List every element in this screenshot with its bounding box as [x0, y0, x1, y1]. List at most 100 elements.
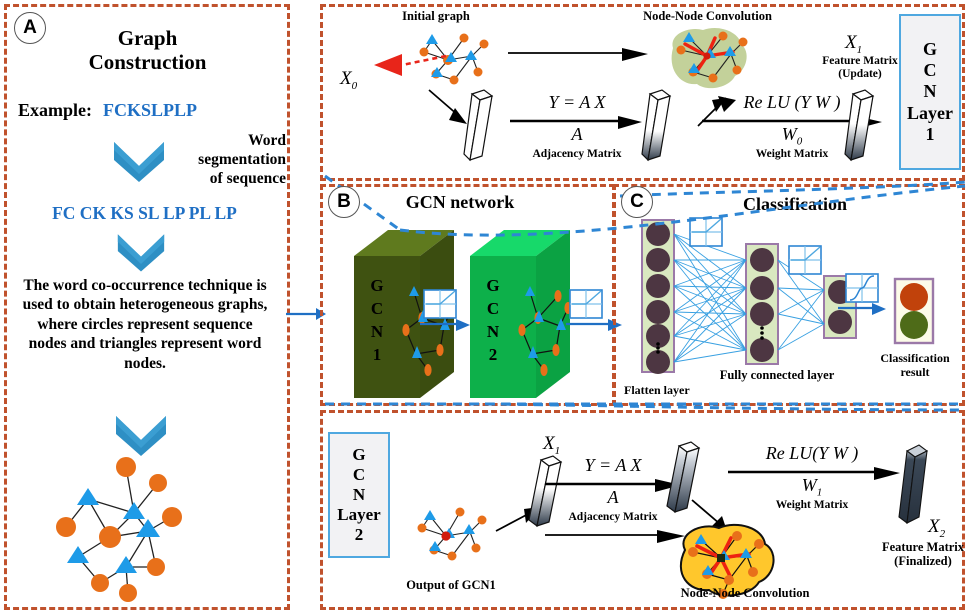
- x1-sub-1: 1: [856, 43, 863, 56]
- gcn-block-1-letters: G C N 1: [362, 275, 392, 367]
- classification-result-line1: Classification: [880, 351, 950, 365]
- relu-icon-fc: [788, 245, 822, 275]
- panel-a-example-value: FCKSLPLP: [103, 100, 198, 120]
- gcn-block-2-g: G: [486, 276, 500, 295]
- equation-y1-arrow: [510, 116, 642, 129]
- feature-matrix-line2-1: (Update): [838, 68, 882, 81]
- w1-symbol: W: [801, 475, 817, 495]
- relu-icon-flatten: [689, 217, 723, 247]
- adjacency-matrix-label-1: Adjacency Matrix: [532, 148, 622, 160]
- gcn-layer1-letter-n: N: [923, 81, 937, 102]
- x2-label: X2: [928, 516, 945, 540]
- gcn-block-2-letters: G C N 2: [478, 275, 508, 367]
- panel-c-badge: C: [621, 186, 653, 218]
- gcn-layer1-letter-g: G: [922, 38, 937, 59]
- gcn-layer2-word-layer: Layer: [337, 505, 381, 525]
- node-node-convolution-label-2: Node-Node Convolution: [680, 586, 810, 600]
- gcn-block-1-g: G: [370, 276, 384, 295]
- feature-matrix-label-1: Feature Matrix (Update): [800, 55, 920, 81]
- arrow-to-classification-result: [838, 303, 886, 315]
- equation-relu-2-arrow: [728, 467, 900, 480]
- panel-a-badge: A: [14, 12, 46, 44]
- adjacency-matrix-label-2: Adjacency Matrix: [568, 511, 658, 523]
- x1-symbol-2: X: [543, 433, 555, 454]
- panel-a-title-line2: Construction: [88, 50, 207, 75]
- x0-symbol: X: [340, 68, 352, 89]
- relu-icon-block1: [423, 289, 457, 319]
- panel-c-title: Classification: [742, 194, 847, 214]
- eq-y1-main: Y = A X: [548, 92, 606, 112]
- equation-y1: Y = A X: [514, 92, 640, 113]
- classification-network: [641, 219, 857, 374]
- arrow-output-to-conv-2: [545, 530, 685, 543]
- chevron-down-icon-1: [114, 142, 164, 182]
- gcn-layer2-number: 2: [354, 525, 364, 545]
- chevron-down-icon-3: [116, 416, 166, 456]
- classification-result-box: [893, 277, 935, 345]
- initial-graph-illustration: [419, 33, 489, 85]
- x0-red-arrow: [374, 54, 447, 76]
- panel-b-badge: B: [328, 186, 360, 218]
- feature-matrix-line1-2: Feature Matrix: [881, 540, 965, 554]
- gcn-layer1-box: G C N Layer 1: [899, 14, 961, 170]
- panel-a-title-line1: Graph: [117, 26, 178, 50]
- matrix-bar-x1-output: [844, 89, 875, 162]
- gcn-block-2: [470, 230, 570, 398]
- gcn-block-1-n: N: [370, 321, 384, 341]
- initial-graph-label: Initial graph: [402, 9, 470, 23]
- sigmoid-icon: [845, 273, 879, 303]
- equation-y2-denominator: A: [607, 487, 619, 507]
- x2-symbol: X: [928, 516, 940, 537]
- arrow1-label-line1: Word: [248, 132, 286, 149]
- heterogeneous-graph-illustration: [56, 457, 182, 602]
- arrow-initial-to-conv: [508, 48, 648, 61]
- arrow-graph-to-matrix-1: [428, 89, 467, 124]
- arrow1-label-line2: segmentation: [198, 150, 286, 168]
- panel-gcn-layer1: [320, 4, 965, 181]
- gcn-block-1-c: C: [370, 298, 384, 318]
- node-node-convolution-blob-1: [671, 27, 748, 89]
- classification-result-label: Classification result: [872, 351, 958, 380]
- gcn-layer1-letter-c: C: [923, 60, 937, 81]
- gcn-block-2-c: C: [486, 298, 500, 318]
- matrix-bar-x2-final: [898, 444, 929, 525]
- gcn-layer1-word-layer: Layer: [907, 102, 953, 123]
- output-gcn1-label: Output of GCN1: [406, 578, 496, 592]
- gcn-block-2-num: 2: [488, 344, 498, 364]
- panel-gcn-layer2: [320, 410, 965, 610]
- matrix-bar-y1: [641, 89, 672, 162]
- x1-symbol-1: X: [845, 32, 857, 53]
- x1-sub-2: 1: [554, 444, 561, 457]
- weight-matrix-label-1: Weight Matrix: [755, 148, 829, 160]
- equation-y2-arrow: [545, 479, 681, 492]
- classification-result-line2: result: [900, 364, 930, 379]
- output-gcn1-graph: [417, 507, 487, 561]
- equation-relu-1-denominator: W0: [706, 124, 878, 148]
- gcn-layer2-box: G C N Layer 2: [328, 432, 390, 558]
- feature-matrix-line1-1: Feature Matrix: [822, 55, 898, 67]
- chevron-down-icon-2: [117, 234, 165, 272]
- matrix-bar-x1-input-layer2: [528, 455, 563, 528]
- gcn-block-2-n: N: [486, 321, 500, 341]
- equation-y1-denominator: A: [571, 124, 583, 144]
- x0-sub: 0: [351, 79, 358, 92]
- weight-matrix-label-2: Weight Matrix: [775, 499, 849, 511]
- equation-relu-2-denominator: W1: [726, 475, 898, 499]
- x1-label-layer1: X1: [845, 32, 862, 56]
- x1-label-layer2: X1: [543, 433, 560, 457]
- node-node-convolution-label-1: Node-Node Convolution: [643, 9, 772, 23]
- gcn-block-1-graph-overlay: [402, 286, 456, 376]
- arrow1-label-line3: of sequence: [209, 169, 286, 187]
- gcn-layer2-letter-n: N: [352, 484, 366, 504]
- matrix-bar-y2: [666, 441, 701, 514]
- fully-connected-layer-label: Fully connected layer: [719, 368, 835, 382]
- panel-a-title: Graph Construction: [40, 26, 255, 74]
- panel-a-segmented-sequence: FC CK KS SL LP PL LP: [52, 203, 237, 223]
- gcn-layer2-letter-g: G: [352, 444, 366, 464]
- matrix-bar-adjacency-input: [463, 89, 494, 162]
- relu-icon-block2: [569, 289, 603, 319]
- gcn-block-1-num: 1: [372, 344, 382, 364]
- panel-a-description: The word co-occurrence technique is used…: [22, 277, 268, 372]
- x2-sub: 2: [939, 527, 946, 540]
- arrow-block1-to-block2: [420, 319, 470, 331]
